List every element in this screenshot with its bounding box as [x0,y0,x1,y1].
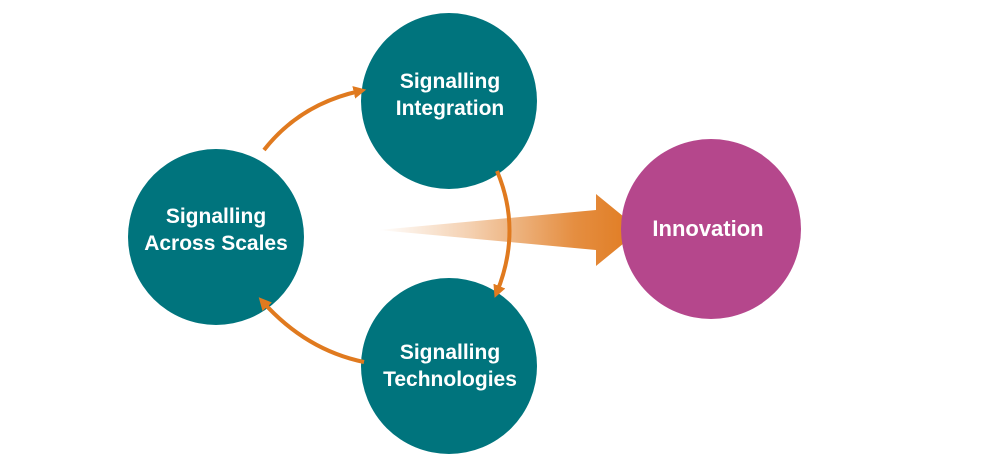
scales-label-line2: Across Scales [144,232,288,255]
node-signalling-integration [361,13,537,189]
node-innovation [621,139,801,319]
innovation-arrow [378,194,640,266]
technologies-label-line1: Signalling [400,341,500,364]
technologies-label-line2: Technologies [383,368,517,391]
node-signalling-technologies [361,278,537,454]
arrow-technologies-to-scales [258,297,365,364]
node-signalling-across-scales [128,149,304,325]
arrow-scales-to-integration [262,86,367,152]
scales-label-line1: Signalling [166,205,266,228]
integration-label-line1: Signalling [400,70,500,93]
innovation-label: Innovation [652,216,763,241]
integration-label-line2: Integration [396,97,505,120]
